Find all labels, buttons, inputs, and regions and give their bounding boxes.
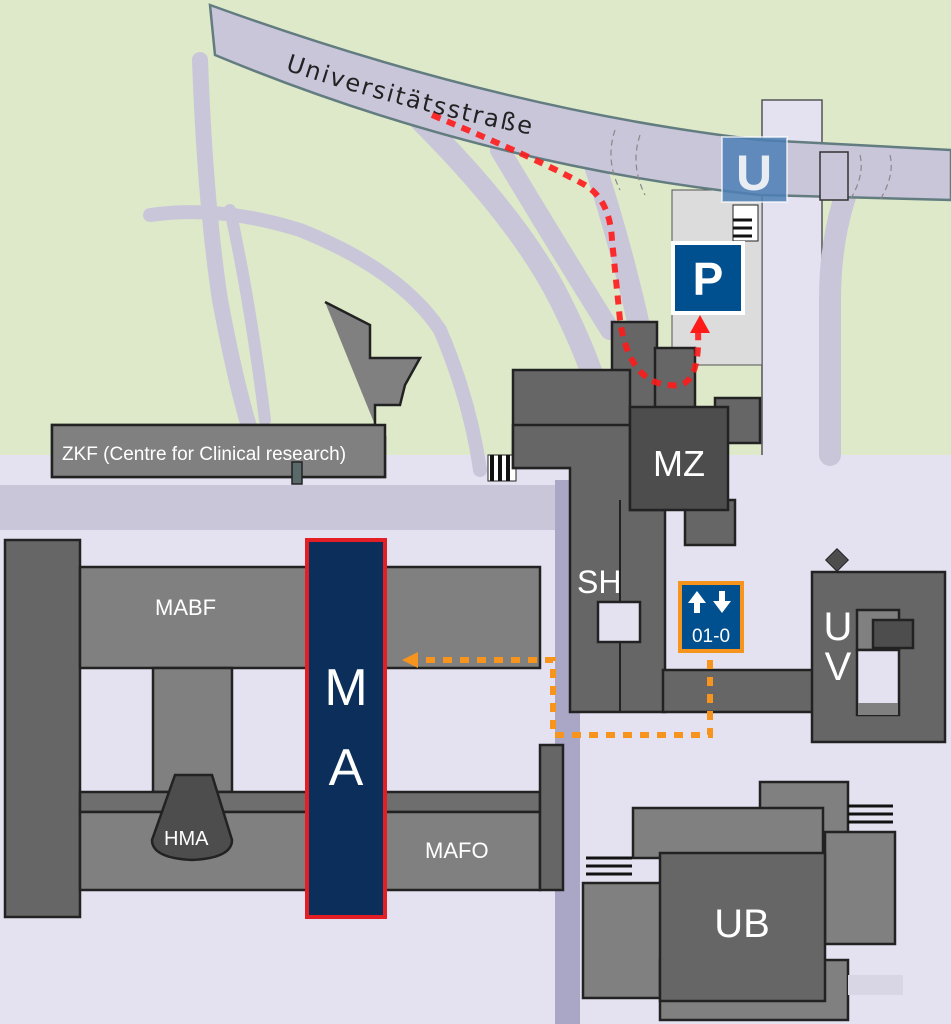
mz-label: MZ	[653, 443, 705, 484]
orange-arrow-icon	[402, 652, 418, 668]
elevator-arrows-icon	[688, 591, 731, 613]
ma-west-wing	[3, 538, 82, 919]
mabf-label: MABF	[155, 595, 216, 620]
ma-label-m: M	[324, 659, 367, 717]
red-arrow-icon	[690, 315, 710, 333]
ma-building-highlighted[interactable]	[305, 538, 387, 919]
uv-label-v: V	[825, 645, 852, 689]
elevator-sign[interactable]: 01-0	[678, 581, 744, 653]
mafo-label: MAFO	[425, 838, 489, 863]
subway-sign[interactable]: U	[721, 136, 788, 203]
subway-letter: U	[736, 145, 772, 201]
ub-complex: UB	[581, 780, 903, 1022]
zkf-entrance	[291, 461, 303, 485]
ub-label: UB	[714, 902, 770, 946]
ma-label-a: A	[329, 739, 364, 797]
stairs-icon	[487, 454, 517, 482]
zkf-label: ZKF (Centre for Clinical research)	[62, 444, 346, 465]
zkf-building[interactable]	[50, 423, 387, 479]
ub-building[interactable]	[658, 851, 827, 1003]
parking-sign[interactable]: P	[671, 241, 745, 315]
stairs-icon	[732, 204, 759, 242]
subway-icon	[721, 136, 788, 203]
uv-label-u: U	[824, 605, 853, 649]
sh-label: SH	[577, 564, 621, 600]
corridor	[661, 668, 815, 714]
hma-building[interactable]	[150, 773, 234, 862]
parking-letter: P	[693, 253, 724, 305]
red-route-from-street	[430, 112, 702, 389]
road-band	[0, 485, 555, 530]
parking-icon	[671, 241, 745, 315]
mz-building[interactable]	[628, 405, 730, 512]
hma-label: HMA	[164, 828, 209, 850]
elevator-code: 01-0	[692, 626, 730, 647]
